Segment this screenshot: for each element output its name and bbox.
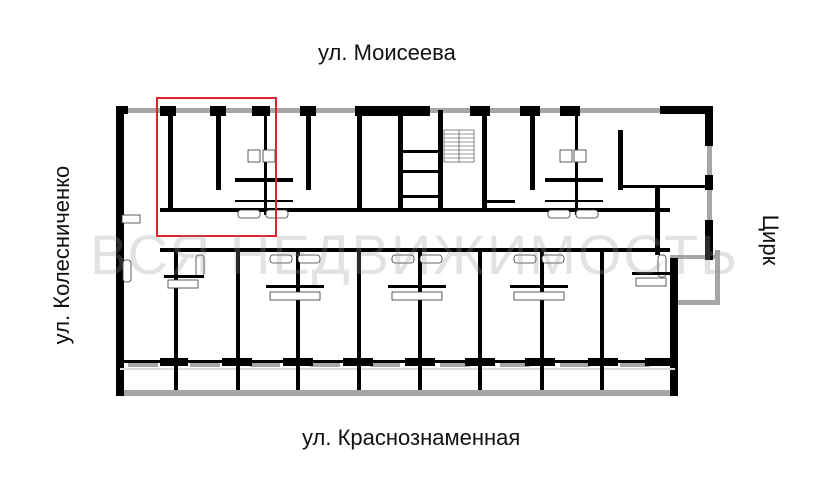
bathroom-fixtures — [121, 149, 667, 301]
selected-apartment-outline[interactable] — [156, 97, 277, 237]
stairwell — [443, 129, 475, 163]
interior-walls — [160, 106, 708, 390]
bath-partitions — [164, 178, 672, 288]
outer-walls — [116, 106, 713, 396]
street-label-bottom: ул. Краснознаменная — [302, 425, 521, 450]
street-label-top: ул. Моисеева — [318, 40, 456, 65]
